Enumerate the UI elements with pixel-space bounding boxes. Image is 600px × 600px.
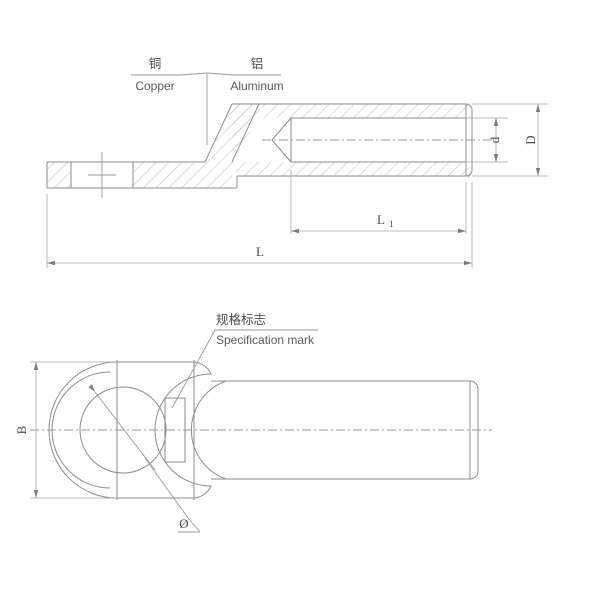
d-dim-label: d — [487, 136, 502, 143]
dimension-bore-diameter: d — [466, 117, 508, 163]
dimension-total-length: L — [46, 182, 473, 268]
copper-label-cn: 铜 — [149, 56, 162, 71]
material-leaders — [131, 72, 281, 145]
hole-dia-leader-lower — [144, 457, 189, 519]
barrel-wall-lower-hatch2 — [232, 162, 291, 176]
L1-dim-label: L — [377, 212, 385, 227]
transition-upper-slope — [204, 103, 233, 163]
aluminum-label-cn: 铝 — [251, 56, 264, 71]
B-dim-label: B — [14, 425, 29, 434]
transition-inner-slope — [231, 103, 260, 163]
material-leader-copper — [179, 72, 208, 76]
hole-dia-leader-upper — [88, 384, 156, 471]
hole-dia-leader-kink — [187, 517, 201, 533]
copper-label-en: Copper — [135, 79, 174, 93]
spec-mark-label-cn: 规格标志 — [216, 312, 266, 327]
D-dim-label: D — [523, 135, 538, 144]
barrel-wall-lower-hatch — [237, 162, 470, 176]
copper-palm-hatch-left — [47, 162, 71, 188]
dimension-barrel-length: L 1 — [290, 170, 467, 234]
L-dim-label: L — [256, 244, 264, 259]
material-leader-aluminum — [206, 72, 234, 76]
copper-palm-hatch-right — [133, 162, 205, 188]
bore-chamfer-lower — [271, 139, 292, 163]
section-outline — [46, 103, 473, 189]
hole-dia-label: Ø — [179, 516, 188, 531]
bore-chamfer-upper — [271, 117, 292, 141]
section-view: 铜 Copper 铝 Aluminum d D L 1 — [46, 56, 548, 268]
plan-view: 规格标志 Specification mark Ø B — [14, 312, 492, 533]
aluminum-label-en: Aluminum — [230, 79, 283, 93]
dimension-outer-diameter: D — [472, 103, 548, 177]
spec-mark-leader — [171, 329, 216, 409]
spec-mark-label-en: Specification mark — [216, 333, 315, 347]
specification-mark-annotation: 规格标志 Specification mark — [171, 312, 318, 409]
L1-dim-subscript: 1 — [389, 219, 394, 229]
dimension-palm-width: B — [14, 361, 117, 499]
dimension-hole-diameter: Ø — [88, 384, 201, 533]
